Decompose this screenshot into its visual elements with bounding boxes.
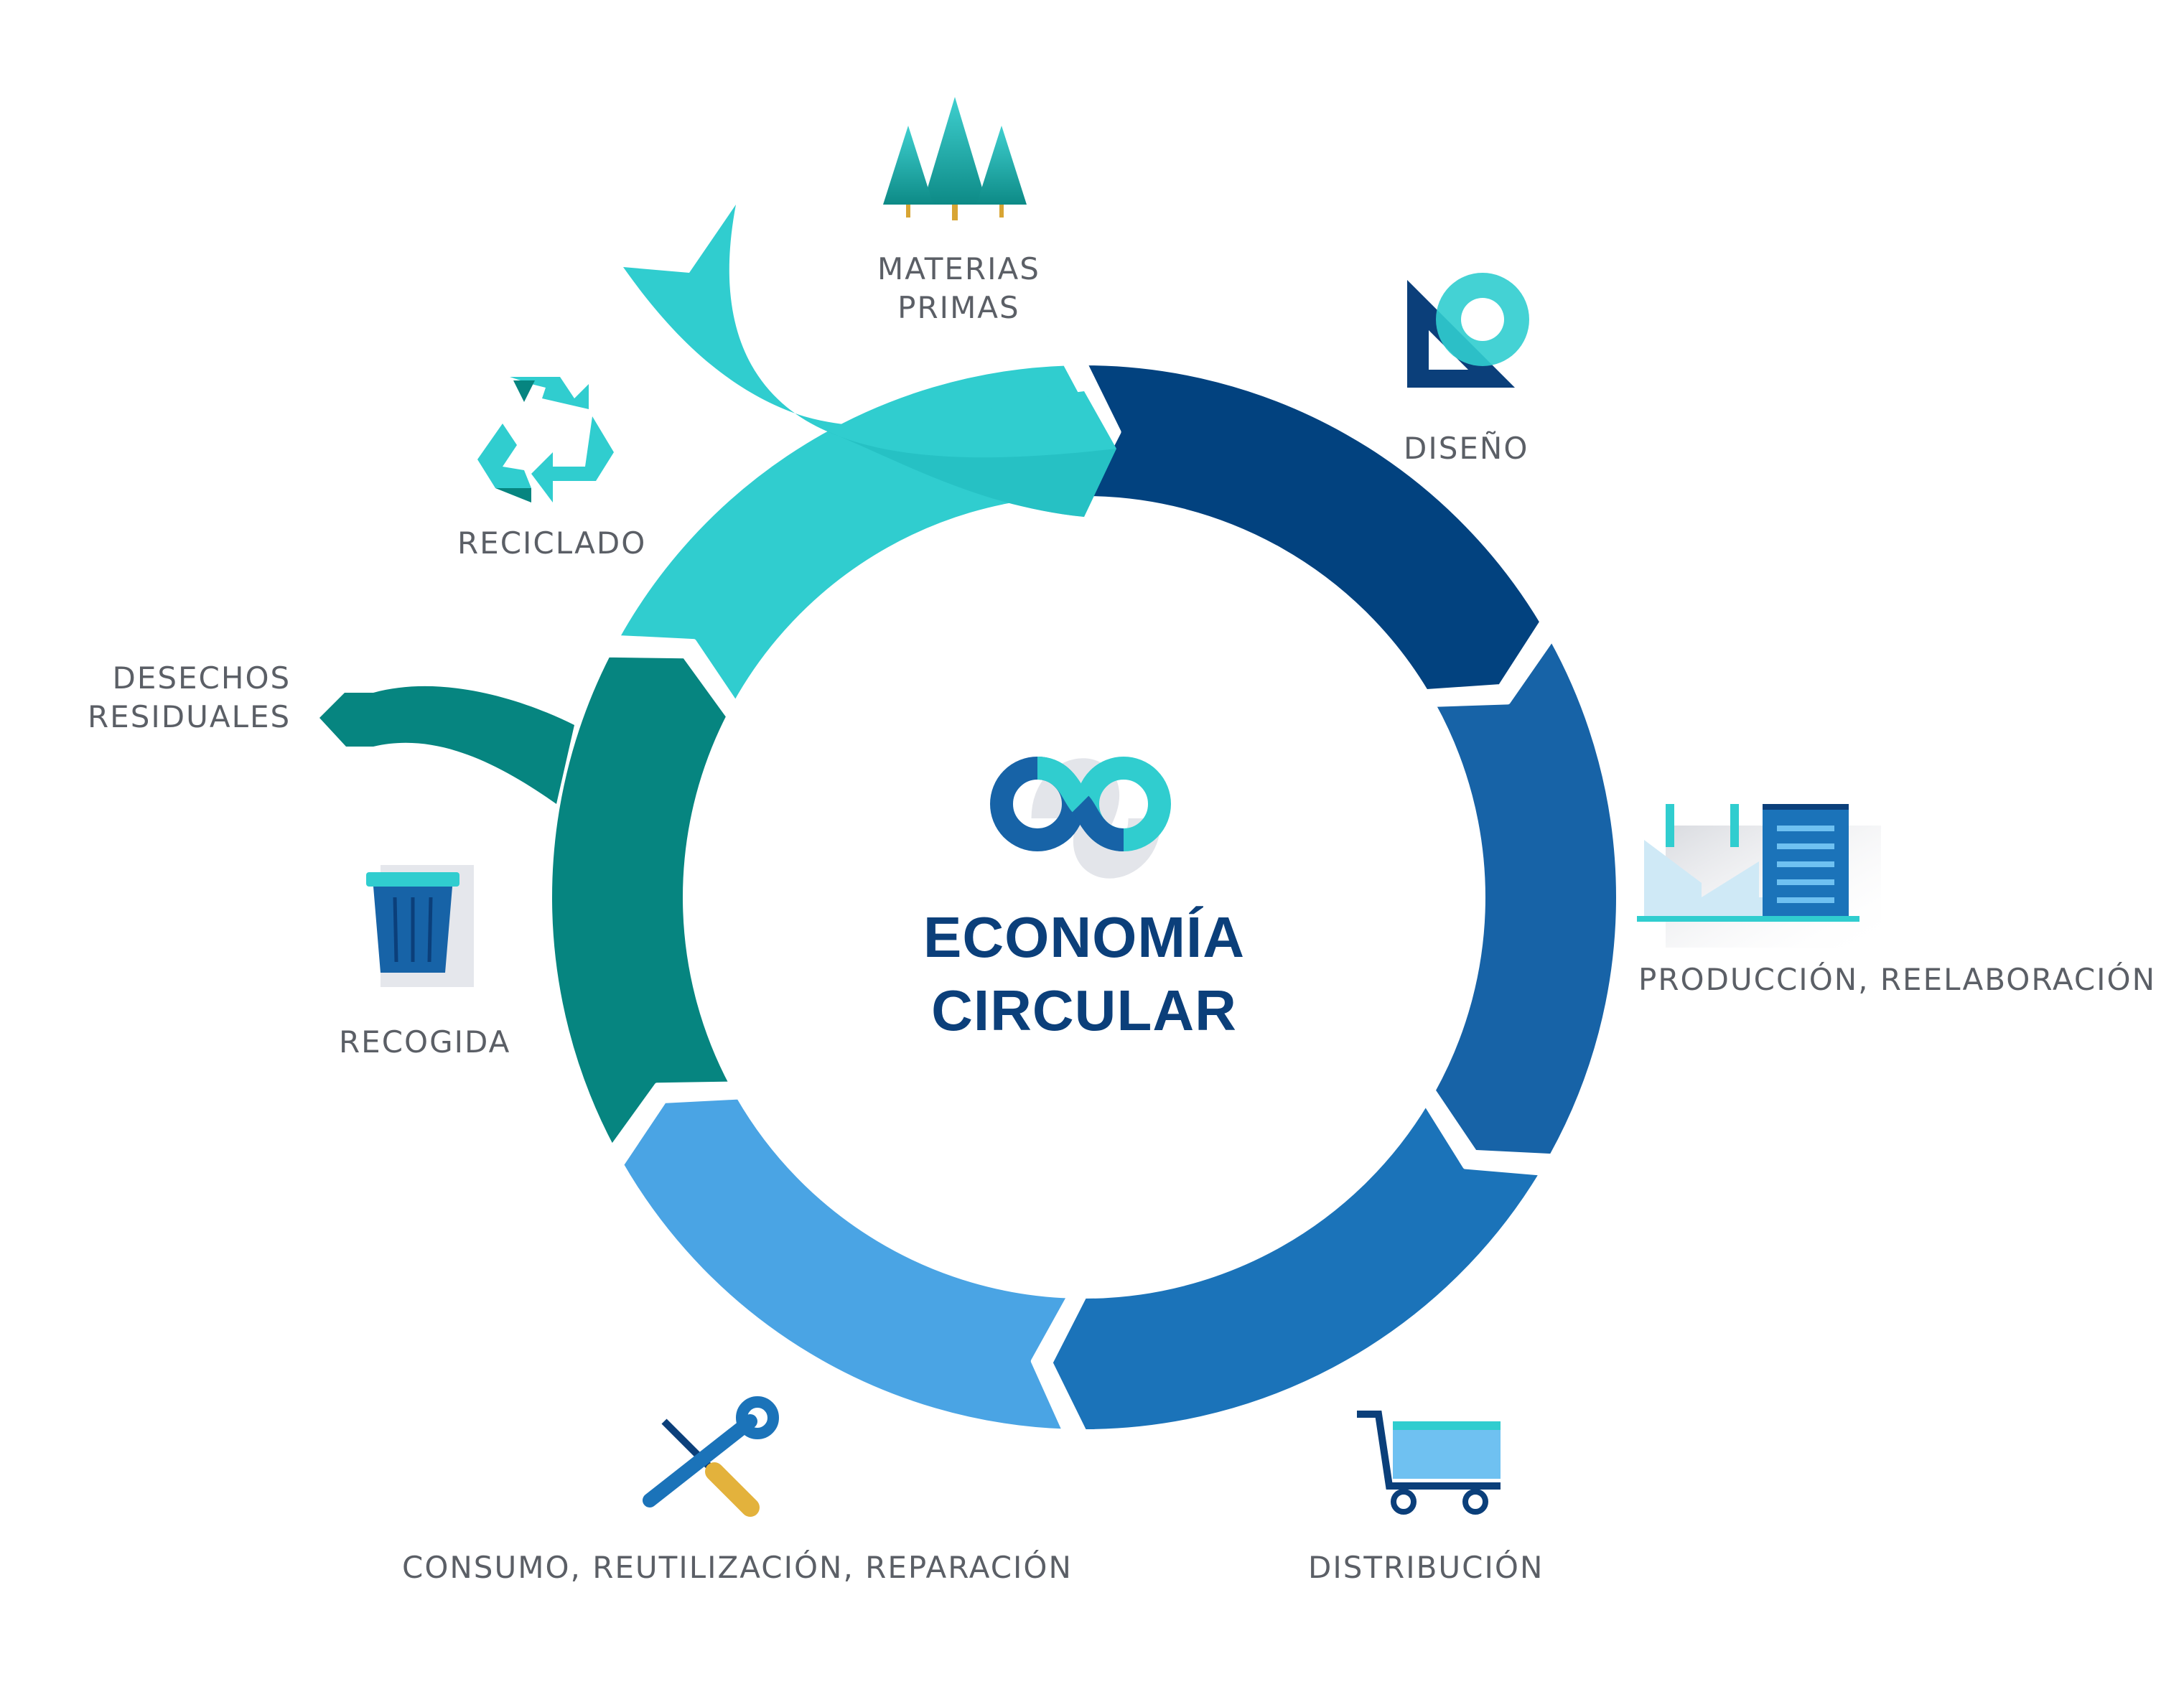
trees-icon xyxy=(883,97,1027,220)
infinity-icon xyxy=(990,757,1171,879)
label-recogida: RECOGIDA xyxy=(339,1024,511,1060)
label-produccion: PRODUCCIÓN, REELABORACIÓN xyxy=(1638,962,2157,997)
trash-bin-icon xyxy=(366,865,474,987)
segment-recogida xyxy=(546,651,735,1151)
label-consumo: CONSUMO, REUTILIZACIÓN, REPARACIÓN xyxy=(402,1550,1073,1585)
label-materias-primas: MATERIAS PRIMAS xyxy=(877,251,1040,325)
set-square-protractor-icon xyxy=(1407,273,1529,388)
label-diseno: DISEÑO xyxy=(1404,431,1529,466)
wrench-screwdriver-icon xyxy=(643,1396,779,1517)
label-reciclado: RECICLADO xyxy=(457,525,647,561)
segment-produccion xyxy=(1429,635,1622,1160)
label-distribucion: DISTRIBUCIÓN xyxy=(1308,1550,1544,1585)
recycle-icon xyxy=(477,377,614,502)
factory-icon xyxy=(1637,804,1881,948)
segment-consumo xyxy=(617,1093,1073,1435)
segment-distribucion xyxy=(1047,1099,1546,1435)
materias-primas-arrow xyxy=(623,205,1116,517)
center-title: ECONOMÍA CIRCULAR xyxy=(923,905,1245,1042)
desechos-arrow xyxy=(319,686,574,804)
segment-diseno xyxy=(1081,360,1546,696)
shopping-cart-icon xyxy=(1357,1411,1501,1515)
label-desechos-residuales: DESECHOS RESIDUALES xyxy=(88,660,291,734)
